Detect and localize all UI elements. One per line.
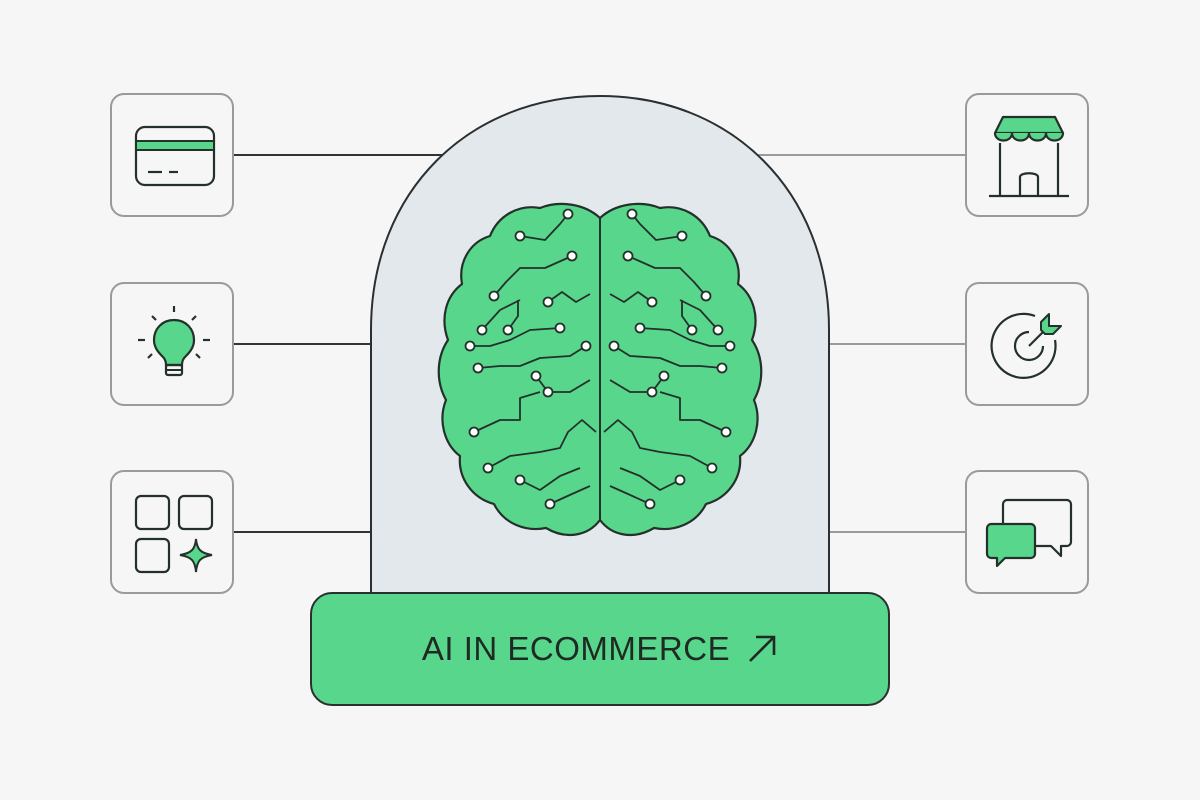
- chat-bubbles-icon: [985, 498, 1073, 568]
- lightbulb-box: [110, 282, 234, 406]
- credit-card-box: [110, 93, 234, 217]
- connector-line: [820, 531, 966, 533]
- storefront-icon: [989, 115, 1069, 198]
- arrow-up-right-icon: [749, 635, 776, 662]
- connector-line: [820, 343, 966, 345]
- target-box: [965, 282, 1089, 406]
- ai-in-ecommerce-button[interactable]: AI IN ECOMMERCE: [310, 592, 890, 706]
- target-icon: [990, 312, 1062, 379]
- connector-line: [234, 343, 384, 345]
- connector-line: [234, 531, 384, 533]
- circuit-brain-icon: [437, 202, 763, 536]
- lightbulb-icon: [138, 306, 210, 377]
- cta-label: AI IN ECOMMERCE: [421, 630, 731, 667]
- apps-sparkle-box: [110, 470, 234, 594]
- storefront-box: [965, 93, 1089, 217]
- apps-sparkle-icon: [134, 494, 214, 574]
- connector-line: [234, 154, 474, 156]
- connector-line: [740, 154, 966, 156]
- credit-card-icon: [134, 125, 216, 187]
- chat-bubbles-box: [965, 470, 1089, 594]
